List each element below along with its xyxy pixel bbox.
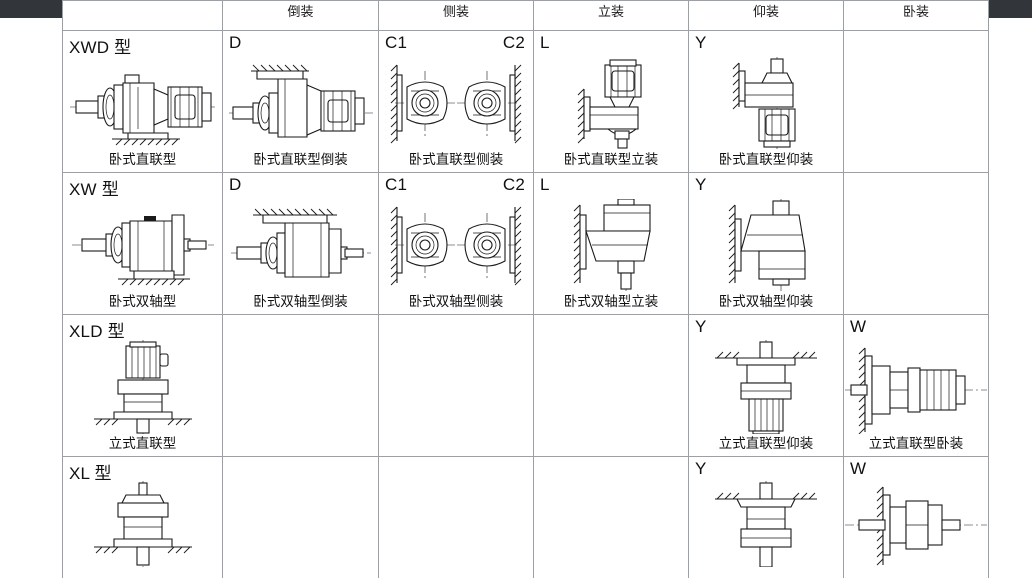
figure-caption: 卧式直联型侧装	[408, 152, 504, 167]
figure-caption: 卧式双轴型	[108, 294, 177, 309]
table-header: 倒装 侧装 立装 仰装 卧装	[62, 0, 989, 31]
cell-xwd-inverted: D	[222, 30, 379, 173]
cell-xwd-upward: Y	[688, 30, 844, 173]
series-label: XLD 型	[69, 322, 125, 341]
cell-xw-upward: Y	[688, 172, 844, 315]
figure-caption: 卧式直联型立装	[563, 152, 659, 167]
cell-xl-base: XL 型	[62, 456, 223, 578]
figure-caption	[689, 567, 843, 578]
figure-horizontal-direct-vertical	[534, 55, 688, 150]
figure-caption	[844, 567, 988, 578]
variant-code: D	[229, 33, 242, 52]
variant-code: Y	[695, 33, 707, 52]
header-cell-vertical: 立装	[533, 0, 689, 31]
header-cell-horizontal: 卧装	[843, 0, 989, 31]
figure-horizontal-dual-inverted	[223, 197, 378, 292]
figure-horizontal-dual-upward	[689, 197, 843, 292]
cell-xw-vertical: L	[533, 172, 689, 315]
table-row: XWD 型	[62, 30, 989, 173]
variant-code-secondary: C2	[502, 33, 525, 52]
figure-vertical-dual-horizontal	[844, 481, 988, 567]
figure-vertical-direct-flange	[63, 339, 222, 434]
figure-caption: 立式直联型卧装	[868, 436, 964, 451]
figure-vertical-dual-flange	[63, 481, 222, 567]
figure-vertical-dual-upward	[689, 481, 843, 567]
header-cell-side: 侧装	[378, 0, 534, 31]
cell-xwd-side: C1 C2	[378, 30, 534, 173]
variant-code: Y	[695, 317, 707, 336]
table-row: XL 型	[62, 456, 989, 578]
cell-xld-base: XLD 型	[62, 314, 223, 457]
cell-xld-upward: Y	[688, 314, 844, 457]
variant-code-secondary: C2	[502, 175, 525, 194]
cell-xw-inverted: D	[222, 172, 379, 315]
figure-caption: 卧式双轴型倒装	[253, 294, 348, 309]
spec-table-container: 倒装 侧装 立装 仰装 卧装 XWD 型	[62, 0, 989, 578]
figure-horizontal-direct-foot	[63, 55, 222, 150]
figure-vertical-direct-upward	[689, 339, 843, 434]
table-row: XW 型	[62, 172, 989, 315]
variant-code: W	[850, 317, 867, 336]
variant-code: D	[229, 175, 242, 194]
variant-code: L	[540, 175, 550, 194]
mounting-configuration-table: 倒装 侧装 立装 仰装 卧装 XWD 型	[62, 0, 989, 578]
header-row: 倒装 侧装 立装 仰装 卧装	[62, 0, 989, 31]
cell-xw-side: C1 C2	[378, 172, 534, 315]
figure-horizontal-dual-side	[379, 197, 533, 292]
header-cell-upward: 仰装	[688, 0, 844, 31]
cell-xld-vertical-empty	[533, 314, 689, 457]
figure-caption: 立式直联型	[108, 436, 177, 451]
cell-xl-side-empty	[378, 456, 534, 578]
figure-caption: 卧式直联型仰装	[718, 152, 814, 167]
cell-xwd-horizontal-empty	[843, 30, 989, 173]
cell-xw-base: XW 型	[62, 172, 223, 315]
figure-caption: 立式直联型仰装	[718, 436, 814, 451]
cell-xld-side-empty	[378, 314, 534, 457]
figure-caption: 卧式直联型倒装	[253, 152, 348, 167]
header-cell-inverted: 倒装	[222, 0, 379, 31]
header-cell-series	[62, 0, 223, 31]
cell-xl-upward: Y	[688, 456, 844, 578]
figure-horizontal-direct-inverted	[223, 55, 378, 150]
series-label: XL 型	[69, 464, 112, 483]
figure-caption: 卧式双轴型立装	[563, 294, 659, 309]
cell-xw-horizontal-empty	[843, 172, 989, 315]
table-row: XLD 型	[62, 314, 989, 457]
variant-code: W	[850, 459, 867, 478]
variant-code: L	[540, 33, 550, 52]
cell-xwd-vertical: L	[533, 30, 689, 173]
cell-xl-inverted-empty	[222, 456, 379, 578]
cell-xld-horizontal: W	[843, 314, 989, 457]
variant-code: C1	[385, 33, 408, 52]
figure-horizontal-direct-upward	[689, 55, 843, 150]
figure-caption: 卧式直联型	[108, 152, 177, 167]
cell-xl-vertical-empty	[533, 456, 689, 578]
variant-code: Y	[695, 175, 707, 194]
cell-xld-inverted-empty	[222, 314, 379, 457]
variant-code: Y	[695, 459, 707, 478]
figure-horizontal-direct-side	[379, 55, 533, 150]
figure-caption: 卧式双轴型侧装	[408, 294, 504, 309]
series-label: XW 型	[69, 180, 119, 199]
variant-code: C1	[385, 175, 408, 194]
figure-vertical-direct-horizontal	[844, 339, 988, 434]
figure-horizontal-dual-foot	[63, 197, 222, 292]
figure-caption	[63, 567, 222, 578]
figure-horizontal-dual-vertical	[534, 197, 688, 292]
table-body: XWD 型	[62, 30, 989, 578]
figure-caption: 卧式双轴型仰装	[718, 294, 814, 309]
cell-xl-horizontal: W	[843, 456, 989, 578]
series-label: XWD 型	[69, 38, 132, 57]
cell-xwd-base: XWD 型	[62, 30, 223, 173]
